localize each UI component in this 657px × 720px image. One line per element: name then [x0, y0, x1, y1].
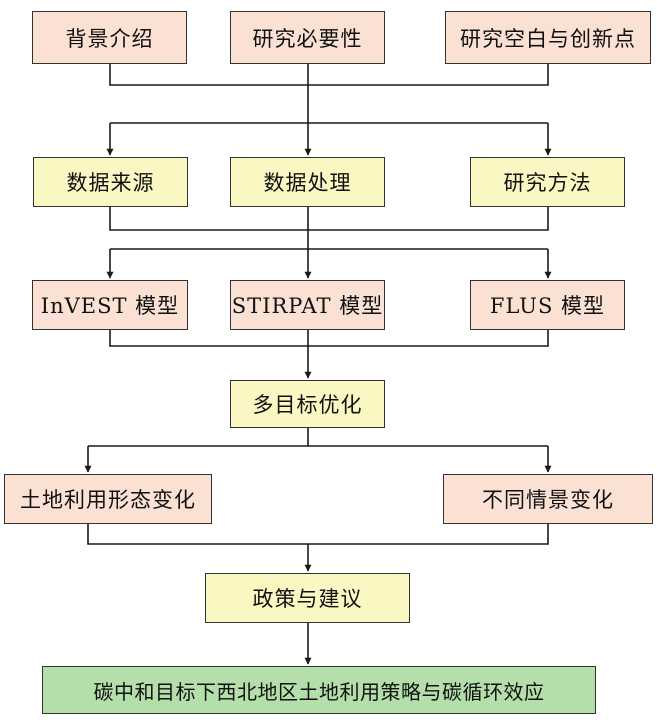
data-source-label: 数据来源 [66, 171, 155, 195]
data-processing-label: 数据处理 [263, 171, 352, 195]
flus-model-box: FLUS 模型 [470, 280, 625, 330]
necessity-box: 研究必要性 [230, 11, 385, 64]
gap-innovation-label: 研究空白与创新点 [460, 26, 636, 51]
final-goal-label: 碳中和目标下西北地区土地利用策略与碳循环效应 [93, 679, 545, 704]
invest-model-box: InVEST 模型 [32, 280, 188, 330]
invest-model-label: InVEST 模型 [40, 294, 180, 318]
gap-innovation-box: 研究空白与创新点 [445, 11, 651, 64]
necessity-label: 研究必要性 [252, 26, 363, 51]
flus-model-label: FLUS 模型 [489, 294, 606, 318]
land-use-change-box: 土地利用形态变化 [4, 474, 212, 524]
connector-row5-merge [87, 524, 549, 545]
scenario-change-box: 不同情景变化 [443, 474, 653, 524]
connector-row3-merge [109, 330, 549, 347]
background-box: 背景介绍 [32, 11, 187, 64]
stirpat-model-label: STIRPAT 模型 [231, 294, 384, 318]
research-method-label: 研究方法 [503, 171, 592, 195]
data-source-box: 数据来源 [33, 157, 188, 207]
stirpat-model-box: STIRPAT 模型 [230, 280, 385, 330]
scenario-change-label: 不同情景变化 [482, 488, 614, 512]
multi-objective-box: 多目标优化 [230, 380, 385, 428]
connector-split-row3 [110, 230, 548, 250]
research-method-box: 研究方法 [470, 157, 625, 207]
connector-row2-merge [109, 207, 549, 231]
policy-box: 政策与建议 [205, 573, 410, 623]
connector-split-row2 [110, 85, 548, 124]
data-processing-box: 数据处理 [230, 157, 385, 207]
multi-objective-label: 多目标优化 [252, 393, 363, 417]
connector-row1-merge [109, 64, 549, 86]
policy-label: 政策与建议 [252, 587, 363, 611]
final-goal-box: 碳中和目标下西北地区土地利用策略与碳循环效应 [42, 666, 596, 714]
land-use-change-label: 土地利用形态变化 [20, 488, 196, 512]
background-label: 背景介绍 [65, 26, 154, 51]
connector-split-row5 [88, 428, 548, 447]
